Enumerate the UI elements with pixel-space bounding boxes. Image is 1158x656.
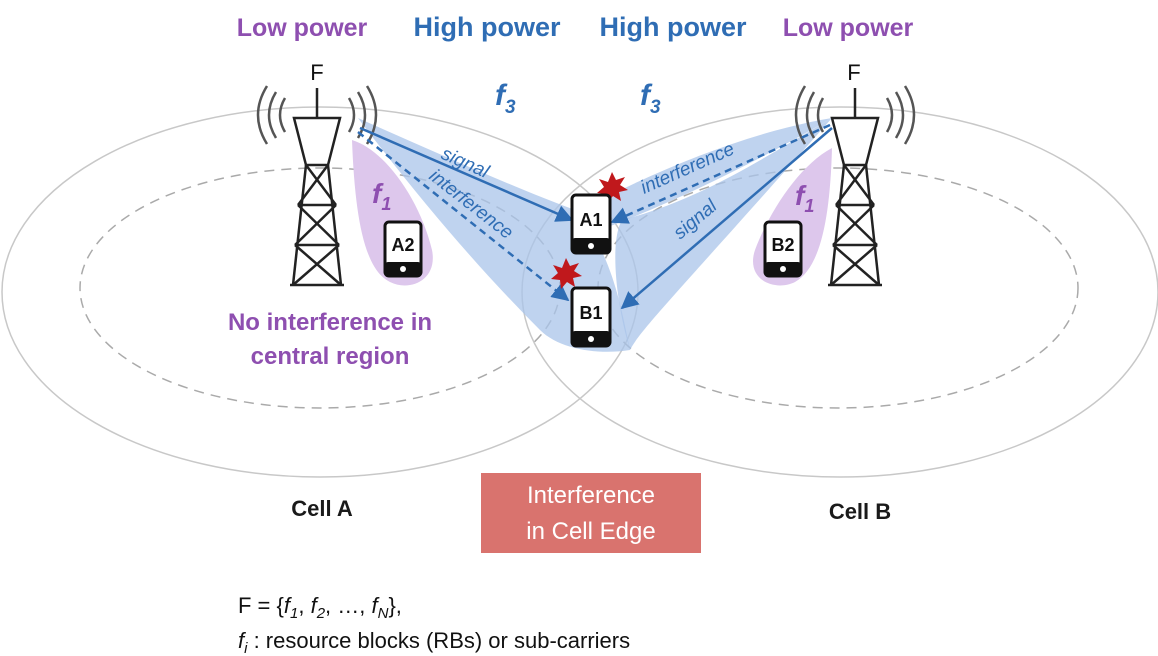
no-interference-note-line2: central region (251, 343, 410, 370)
device-b2-label: B2 (771, 235, 794, 255)
device-b2: B2 (763, 220, 803, 278)
device-a2-label: A2 (391, 235, 414, 255)
arrow-interference-b-to-a1 (610, 123, 831, 224)
device-a1-label: A1 (579, 210, 602, 230)
interference-spark-b1-icon (551, 258, 582, 289)
base-station-b-icon (794, 85, 916, 287)
arrow-signal-b-to-b1 (620, 127, 833, 310)
f3-right-label: f3 (640, 79, 661, 118)
f1-right-label: f1 (795, 180, 814, 216)
no-interference-note-line1: No interference in (228, 309, 432, 336)
low-power-left-label: Low power (237, 14, 368, 42)
frequency-set-label-a: F (310, 60, 323, 85)
low-power-right-label: Low power (783, 14, 914, 42)
f3-left-label: f3 (495, 79, 516, 118)
device-b1: B1 (570, 286, 612, 348)
frequency-set-definition: F = {f1, f2, …, fN}, (238, 593, 402, 622)
resource-block-definition: fi : resource blocks (RBs) or sub-carrie… (238, 628, 630, 656)
cell-edge-label-line2: in Cell Edge (526, 518, 655, 545)
beam-cell-b-high-power-upper (600, 118, 832, 230)
arrow-signal-a-to-a1 (359, 126, 574, 222)
high-power-left-label: High power (414, 12, 561, 42)
interference-spark-a1-icon (597, 172, 628, 203)
arrow-interference-a-to-b1 (357, 131, 570, 302)
cell-b-label: Cell B (829, 499, 891, 524)
device-a1: A1 (570, 193, 612, 255)
cell-edge-box (481, 473, 701, 553)
frequency-set-label-b: F (847, 60, 860, 85)
base-station-a-icon (256, 85, 378, 287)
device-b1-label: B1 (579, 303, 602, 323)
f1-left-label: f1 (372, 178, 391, 214)
device-a2: A2 (383, 220, 423, 278)
high-power-right-label: High power (600, 12, 747, 42)
cell-a-label: Cell A (291, 496, 353, 521)
cell-b-outer-boundary (521, 106, 1158, 478)
cell-edge-label-line1: Interference (527, 482, 655, 509)
